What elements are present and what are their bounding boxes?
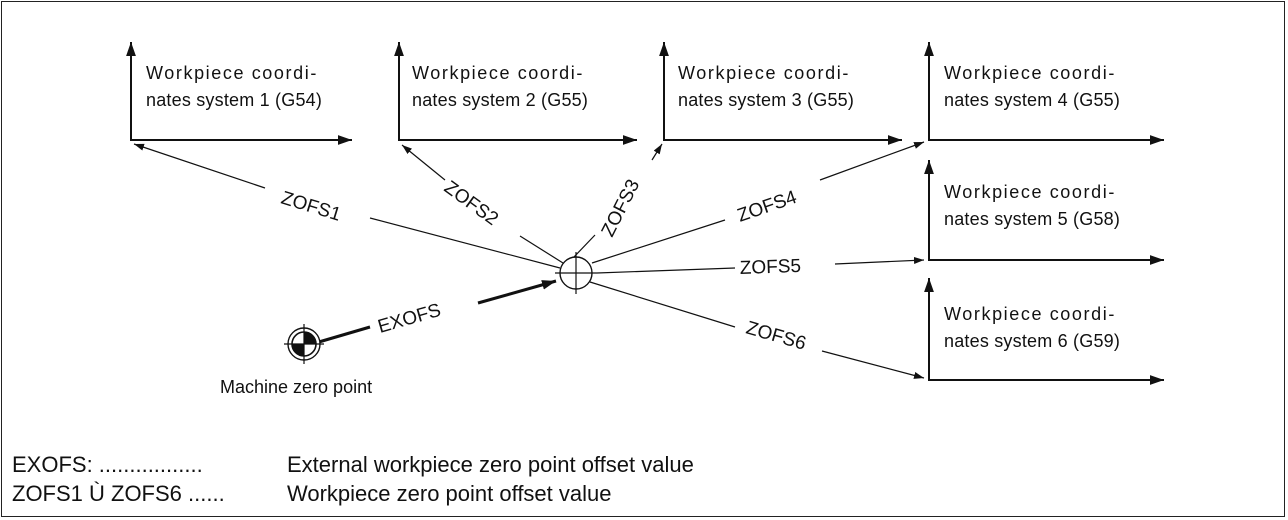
legend-key: ZOFS1 Ù ZOFS6 ...... [12, 481, 225, 506]
external-zero-point-symbol [555, 252, 597, 294]
legend-row-zofs: ZOFS1 Ù ZOFS6 ...... Workpiece zero poin… [12, 481, 611, 507]
zofs6-label: ZOFS6 [744, 318, 809, 355]
coordinate-system-3: Workpiece coordi- nates system 3 (G55) [659, 42, 902, 145]
coordinate-system-2: Workpiece coordi- nates system 2 (G55) [394, 42, 637, 145]
coordinate-system-1: Workpiece coordi- nates system 1 (G54) [126, 42, 352, 145]
zofs3-line-a [572, 234, 596, 259]
zofs1-label: ZOFS1 [279, 188, 344, 226]
zofs3-line-b [651, 143, 663, 161]
zofs4-line-b [819, 141, 925, 181]
zofs4-label: ZOFS4 [735, 187, 800, 227]
zofs2-line-a [519, 235, 564, 264]
cs6-subtitle: nates system 6 (G59) [944, 331, 1120, 351]
exofs-line-a [311, 325, 371, 346]
zofs6-line-b [821, 350, 925, 379]
cs1-title: Workpiece coordi- [146, 63, 318, 83]
zofs3-label: ZOFS3 [598, 176, 645, 240]
cs5-title: Workpiece coordi- [944, 182, 1116, 202]
machine-zero-point-icon [284, 324, 324, 364]
cs2-subtitle: nates system 2 (G55) [412, 90, 588, 110]
cs3-title: Workpiece coordi- [678, 63, 850, 83]
legend-row-exofs: EXOFS: ................. External workpi… [12, 452, 694, 478]
zofs2-line-b [401, 144, 446, 181]
zofs4-line-a [591, 219, 726, 264]
zofs1-line-b [133, 143, 266, 189]
exofs-label: EXOFS [376, 300, 444, 338]
zofs2-label: ZOFS2 [440, 177, 502, 230]
zofs5-line-b [834, 256, 925, 265]
zofs1-line-a [369, 217, 561, 269]
exofs-line-b [477, 279, 557, 305]
coordinate-system-5: Workpiece coordi- nates system 5 (G58) [924, 160, 1164, 265]
coordinate-system-6: Workpiece coordi- nates system 6 (G59) [924, 278, 1164, 385]
coordinate-system-4: Workpiece coordi- nates system 4 (G55) [924, 42, 1164, 145]
zofs5-line-a [596, 267, 736, 274]
cs3-subtitle: nates system 3 (G55) [678, 90, 854, 110]
zofs6-line-a [589, 281, 736, 328]
legend-key: EXOFS: ................. [12, 452, 203, 477]
machine-zero-label: Machine zero point [220, 377, 372, 397]
cs1-subtitle: nates system 1 (G54) [146, 90, 322, 110]
cs4-title: Workpiece coordi- [944, 63, 1116, 83]
zofs5-label: ZOFS5 [739, 256, 801, 279]
offset-arrows [133, 141, 925, 379]
cs4-subtitle: nates system 4 (G55) [944, 90, 1120, 110]
legend-description: External workpiece zero point offset val… [287, 452, 694, 477]
cs2-title: Workpiece coordi- [412, 63, 584, 83]
cs5-subtitle: nates system 5 (G58) [944, 209, 1120, 229]
legend-description: Workpiece zero point offset value [287, 481, 612, 506]
cs6-title: Workpiece coordi- [944, 304, 1116, 324]
